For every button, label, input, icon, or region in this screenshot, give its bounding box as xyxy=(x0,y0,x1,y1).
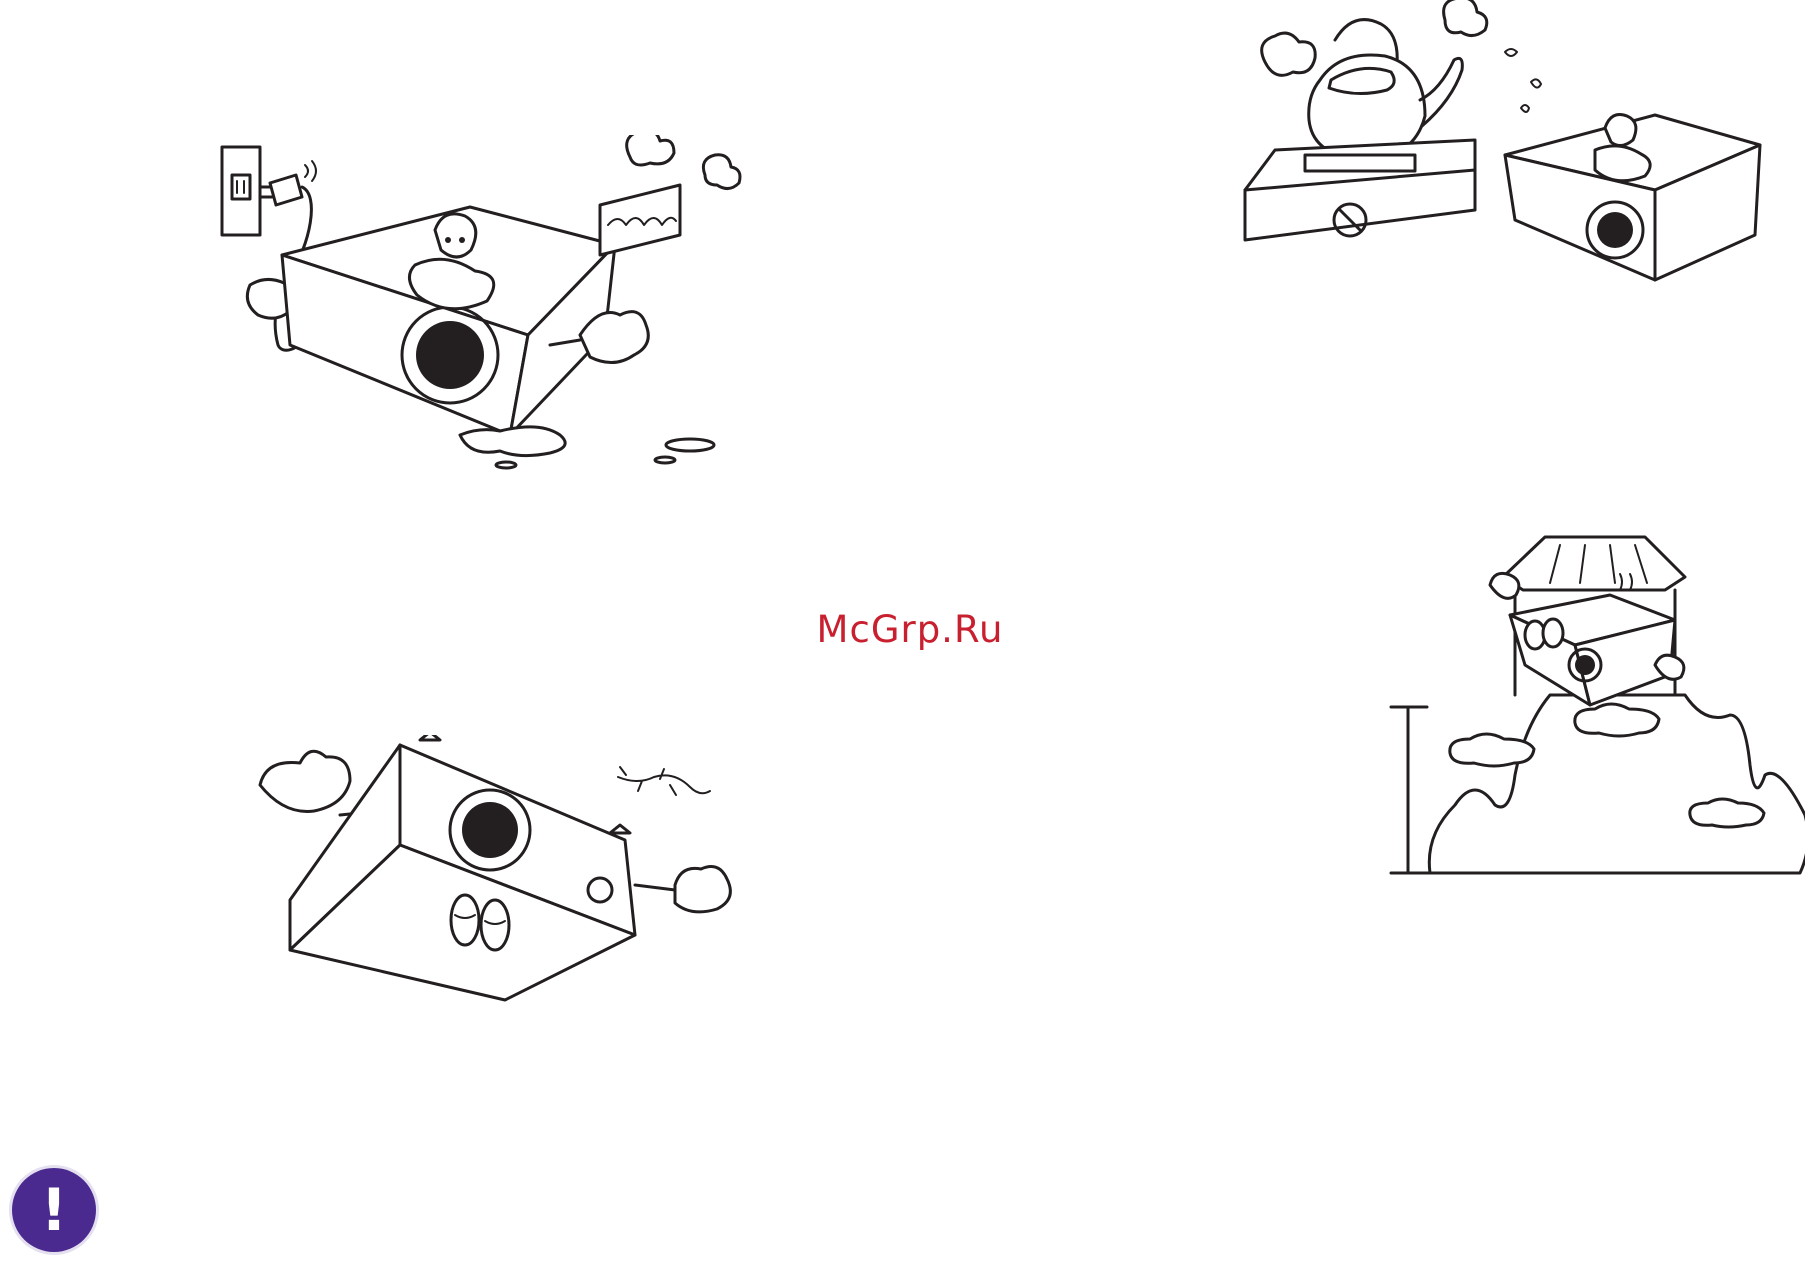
projector-upside-down-illustration xyxy=(250,735,740,1005)
warning-glyph: ! xyxy=(41,1181,67,1239)
watermark-text: McGrp.Ru xyxy=(780,608,1040,651)
projector-high-altitude-illustration xyxy=(1385,535,1805,880)
projector-water-spill-illustration xyxy=(210,135,770,535)
projector-near-steam-illustration xyxy=(1235,0,1765,300)
exclamation-icon: ! xyxy=(12,1168,96,1252)
